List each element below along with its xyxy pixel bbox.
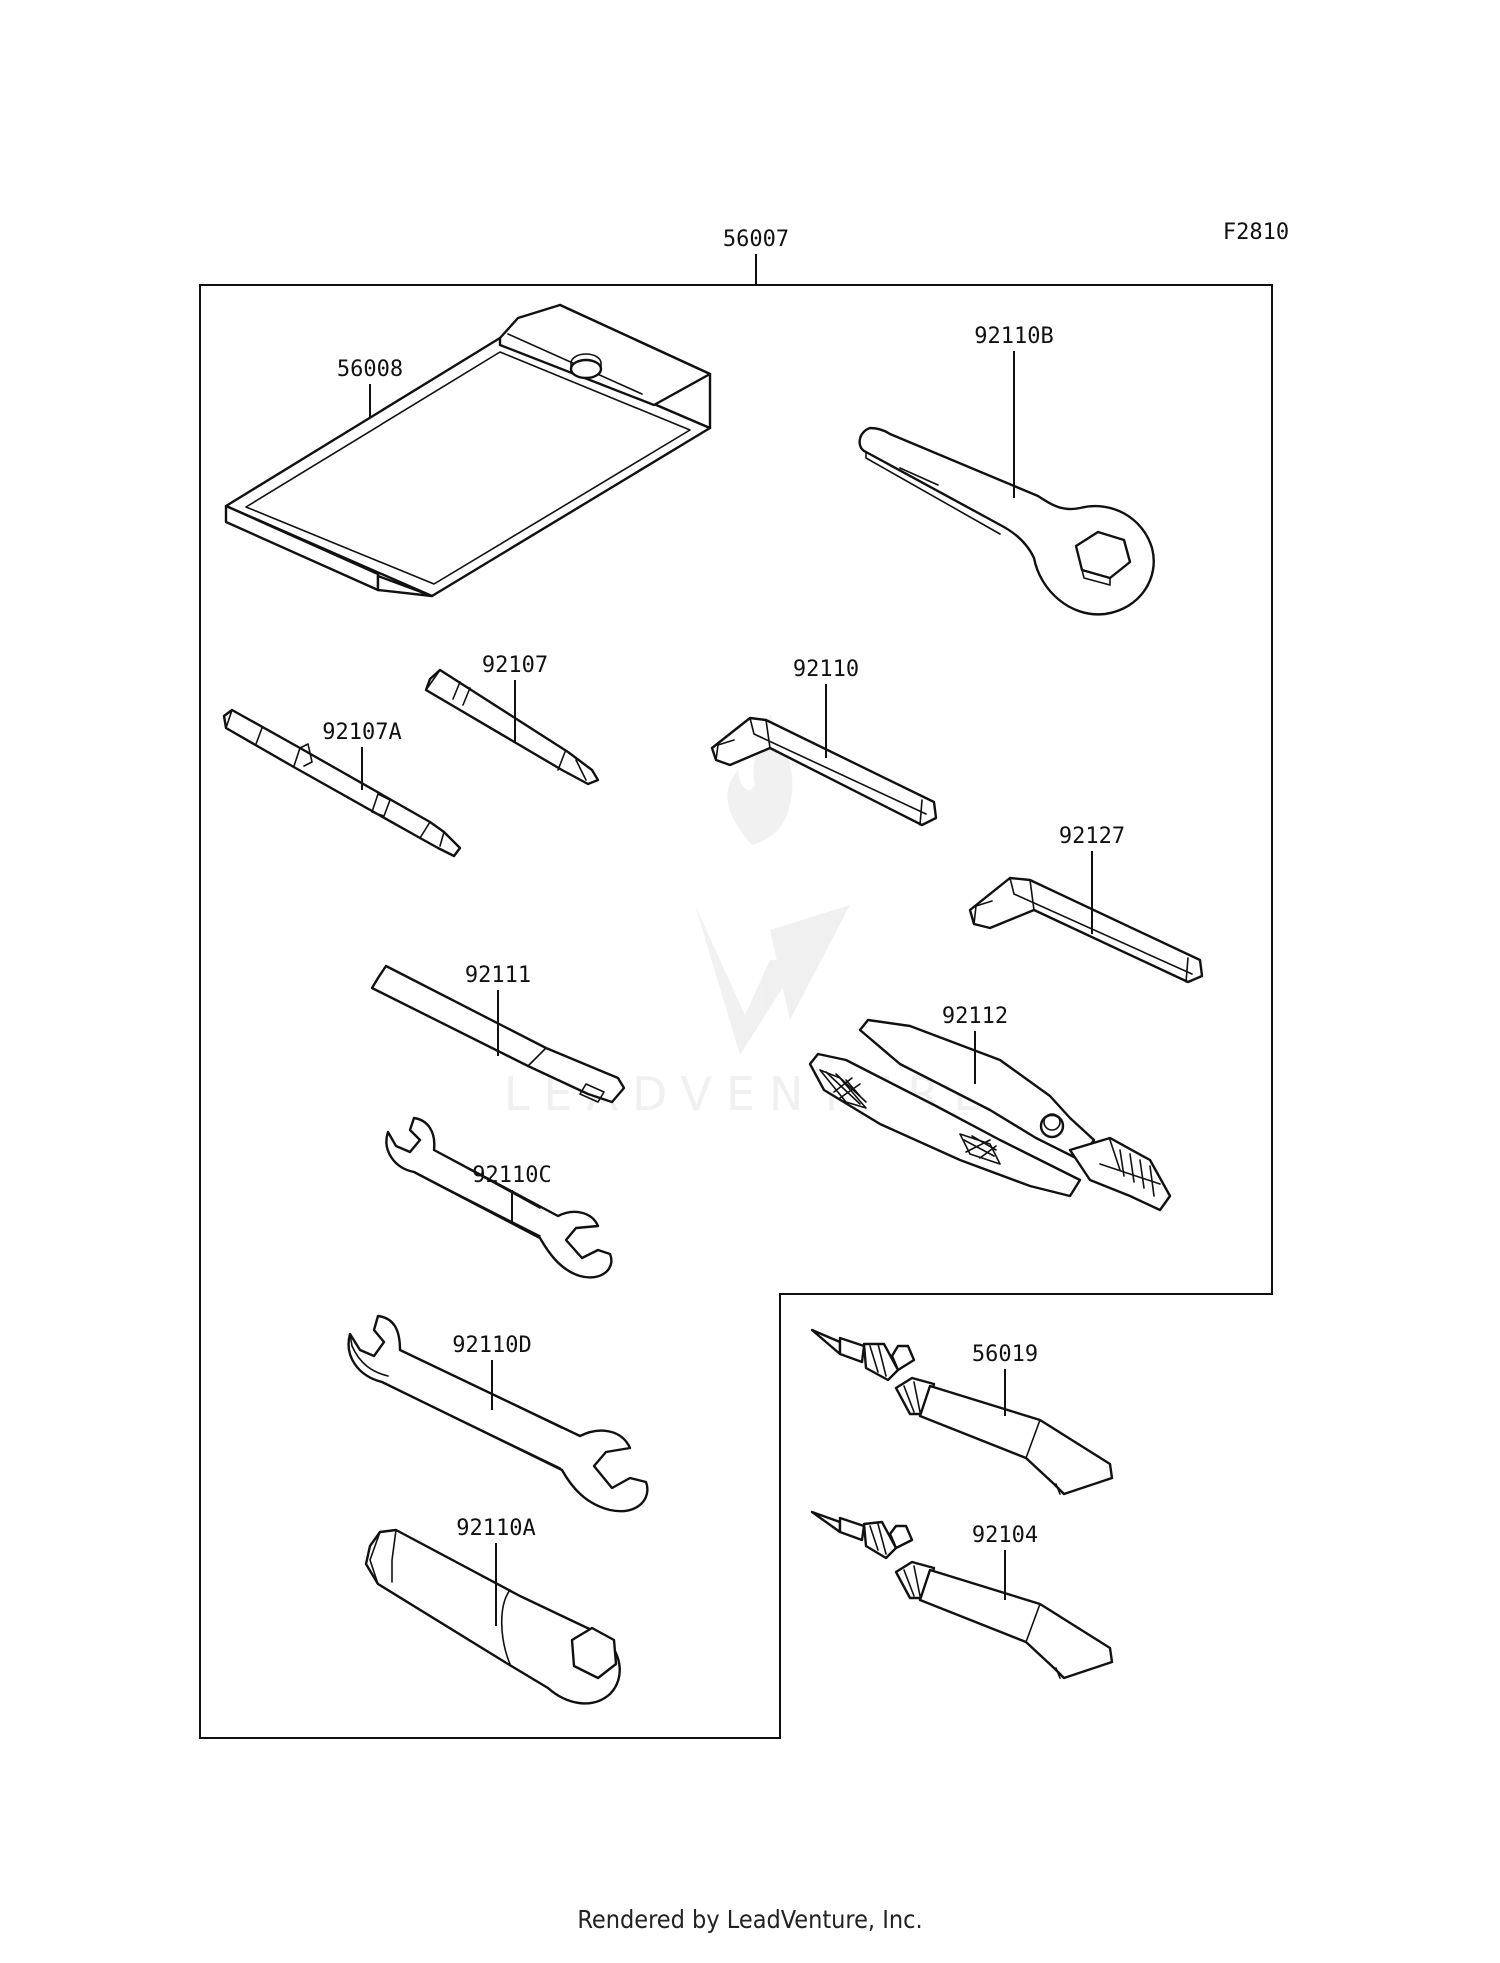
part-label-92110D: 92110D — [452, 1333, 531, 1358]
part-label-92111: 92111 — [465, 963, 531, 988]
part-label-92110A: 92110A — [456, 1516, 535, 1541]
tool-pouch-56008: 56008 — [224, 303, 712, 598]
part-label-56019: 56019 — [972, 1342, 1038, 1367]
part-label-92110: 92110 — [793, 657, 859, 682]
assembly-outline — [199, 284, 1273, 1739]
wrench-92110D: 92110D — [347, 1314, 649, 1513]
part-label-56008: 56008 — [337, 357, 403, 382]
ring-spanner-92110B: 92110B — [858, 324, 1155, 616]
assembly-label-56007: 56007 — [723, 227, 789, 252]
part-label-92112: 92112 — [942, 1004, 1008, 1029]
hex-key-92110: 92110 — [710, 657, 938, 827]
screwdriver-92107A: 92107A — [222, 708, 462, 858]
pliers-92112: 92112 — [808, 1004, 1172, 1212]
box-spanner-92110A: 92110A — [364, 1516, 621, 1705]
extension-bar-92111: 92111 — [370, 963, 626, 1104]
footer-credit: Rendered by LeadVenture, Inc. — [577, 1905, 923, 1934]
part-label-92127: 92127 — [1059, 824, 1125, 849]
part-label-92110B: 92110B — [974, 324, 1053, 349]
part-label-92107A: 92107A — [322, 720, 401, 745]
hex-key-92127: 92127 — [968, 824, 1204, 984]
part-label-92110C: 92110C — [472, 1163, 551, 1188]
grease-tube-92104: 92104 — [810, 1510, 1114, 1680]
figure-code: F2810 — [1223, 220, 1289, 245]
screwdriver-bit-92107: 92107 — [424, 653, 600, 786]
wrench-92110C: 92110C — [385, 1116, 613, 1279]
part-label-92104: 92104 — [972, 1523, 1038, 1548]
grease-tube-56019: 56019 — [810, 1328, 1114, 1496]
part-label-92107: 92107 — [482, 653, 548, 678]
